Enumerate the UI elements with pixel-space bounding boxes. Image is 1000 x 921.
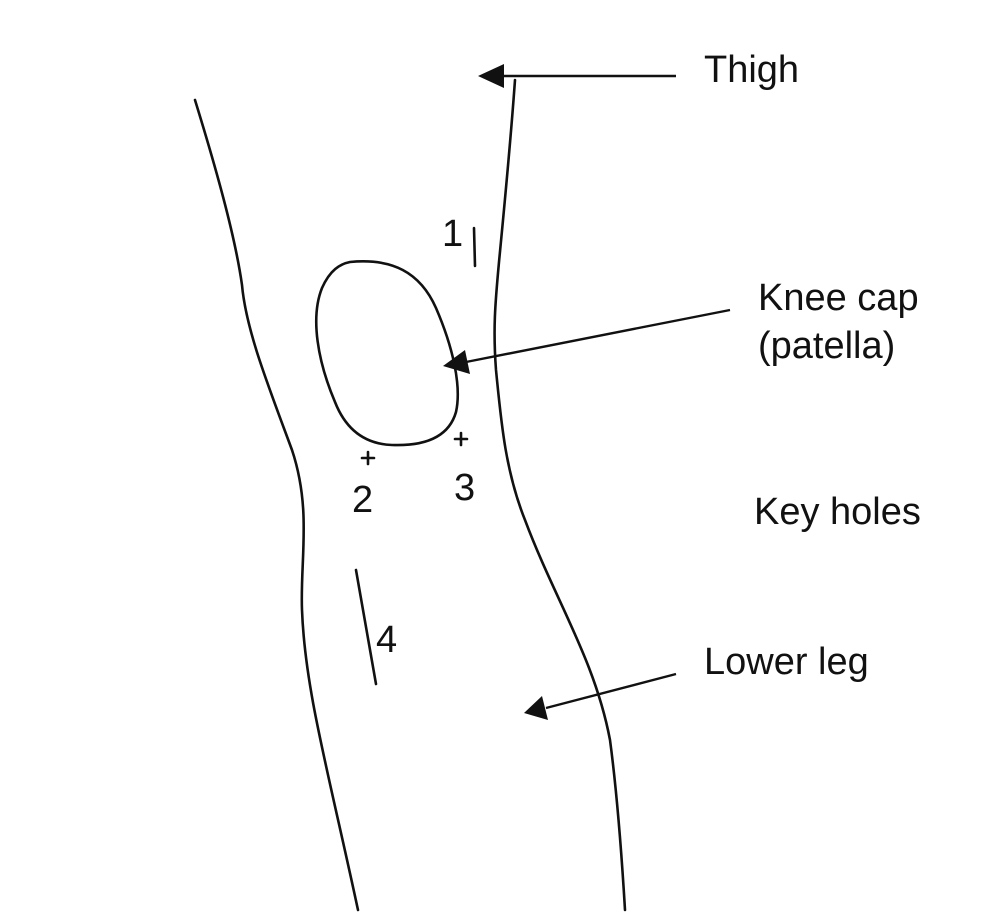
patella-outline	[315, 260, 460, 447]
patella-label: (patella)	[758, 325, 895, 367]
keyhole-4-mark	[354, 568, 378, 686]
keyhole-3-mark	[453, 431, 469, 447]
keyhole-1-mark	[472, 226, 477, 268]
keyhole-1-number: 1	[442, 213, 463, 255]
thigh-arrow	[478, 64, 676, 88]
keyhole-2-number: 2	[352, 479, 373, 521]
keyhole-4-number: 4	[376, 619, 397, 661]
leg-front-contour	[493, 78, 627, 912]
keyhole-3-number: 3	[454, 467, 475, 509]
keyhole-2-mark	[360, 450, 376, 466]
lower-leg-arrow	[524, 672, 677, 720]
leg-back-contour	[193, 98, 360, 912]
thigh-label: Thigh	[704, 49, 799, 91]
key-holes-label: Key holes	[754, 491, 921, 533]
knee-cap-label: Knee cap	[758, 277, 919, 319]
patella-arrow	[443, 308, 731, 374]
lower-leg-label: Lower leg	[704, 641, 869, 683]
